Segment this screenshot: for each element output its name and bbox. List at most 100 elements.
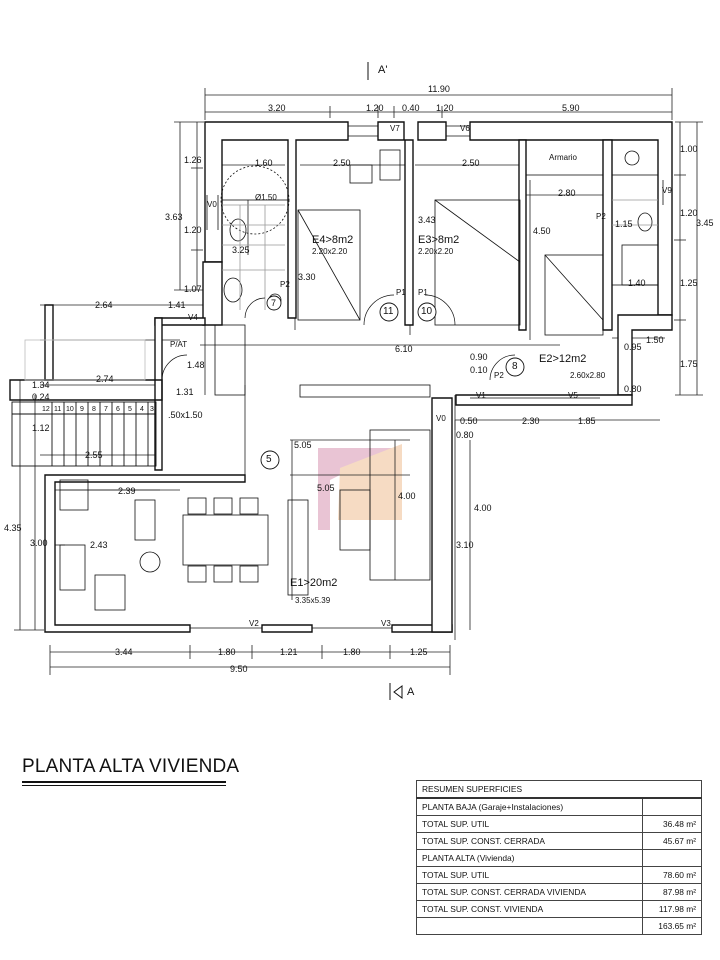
dim-total-bottom: 9.50: [230, 664, 248, 674]
tag-p1b: P1: [418, 288, 428, 297]
tag-v6: V6: [460, 124, 470, 133]
table-row: PLANTA ALTA (Vivienda): [416, 849, 702, 867]
stair-step: 3: [150, 406, 154, 413]
tag-v9: V9: [662, 186, 672, 195]
summary-value: 87.98 m²: [642, 883, 702, 901]
stair-step: 6: [116, 406, 120, 413]
dim-right-1: 1.00: [680, 144, 698, 154]
dim-left-2: 3.63: [165, 212, 183, 222]
dim-inner-12: 0.90: [470, 352, 488, 362]
doors: [161, 294, 516, 381]
dim-bottom-1: 3.44: [115, 647, 133, 657]
room-e4-name: E4>8m2: [312, 234, 354, 246]
dim-inner-20: 5.05: [317, 483, 335, 493]
title-underline: [22, 785, 226, 786]
dim-left-13: 3.00: [30, 538, 48, 548]
room-markers: [260, 295, 525, 470]
stairs: [11, 401, 157, 467]
windows: [190, 125, 664, 629]
dim-left-1: 1.26: [184, 155, 202, 165]
summary-label: TOTAL SUP. UTIL: [416, 815, 643, 833]
table-row: PLANTA BAJA (Garaje+Instalaciones): [416, 797, 702, 816]
summary-value: 117.98 m²: [642, 900, 702, 918]
tag-v0a: V0: [207, 200, 217, 209]
dim-bottom-4: 1.80: [343, 647, 361, 657]
room-e1-name: E1>20m2: [290, 577, 338, 589]
dim-inner-14: 2.74: [96, 374, 114, 384]
dim-inner-18: 2.43: [90, 540, 108, 550]
dim-right-2: 1.20: [680, 208, 698, 218]
tag-v5: V5: [568, 391, 578, 400]
summary-label: TOTAL SUP. UTIL: [416, 866, 643, 884]
room-e4-size: 2.20x2.20: [312, 247, 348, 256]
summary-label: TOTAL SUP. CONST. CERRADA: [416, 832, 643, 850]
dim-right-5: 0.95: [624, 342, 642, 352]
dim-right-8: 0.80: [624, 384, 642, 394]
plan-title: PLANTA ALTA VIVIENDA: [22, 756, 240, 777]
dim-total-top: 11.90: [428, 84, 450, 94]
dim-inner-23: 2.30: [522, 416, 540, 426]
tag-v0b: V0: [436, 414, 446, 423]
dim-inner-17: 2.39: [118, 486, 136, 496]
section-markers: [367, 62, 403, 700]
summary-label: TOTAL SUP. CONST. VIVIENDA: [416, 900, 643, 918]
room-e2-name: E2>12m2: [539, 353, 587, 365]
dim-top-2: 1.20: [366, 103, 384, 113]
dim-inner-24: 1.85: [578, 416, 596, 426]
tag-p2c: P2: [280, 280, 290, 289]
dim-inner-5: 3.25: [232, 245, 250, 255]
summary-label: [416, 917, 643, 935]
dim-left-12: 4.35: [4, 523, 22, 533]
dim-inner-19: 5.05: [294, 440, 312, 450]
dim-left-9: 1.34: [32, 380, 50, 390]
closet-label: Armario: [549, 153, 578, 162]
title-underline: [22, 781, 226, 783]
dim-bottom-2: 1.80: [218, 647, 236, 657]
table-row: 163.65 m²: [416, 917, 702, 935]
dim-left-10: 0.24: [32, 392, 50, 402]
stair-step: 12: [42, 406, 50, 413]
dim-top-5: 5.90: [562, 103, 580, 113]
dim-inner-1: 1.60: [255, 158, 273, 168]
stair-step: 11: [54, 406, 62, 413]
walls: [9, 121, 673, 633]
stair-step: 8: [92, 406, 96, 413]
dim-inner-27: 3.10: [456, 540, 474, 550]
furniture: [24, 139, 604, 611]
dim-inner-2: 2.50: [333, 158, 351, 168]
tag-v4: V4: [188, 313, 198, 322]
room-number-11: 11: [383, 306, 394, 317]
dim-bottom-3: 1.21: [280, 647, 298, 657]
room-number-5: 5: [266, 454, 272, 465]
stair-step: 10: [66, 406, 74, 413]
section-label-top: A': [378, 64, 388, 76]
dim-inner-15: 2.55: [85, 450, 103, 460]
stair-step: 7: [104, 406, 108, 413]
tag-p2b: P2: [494, 371, 504, 380]
dim-inner-10: 1.40: [628, 278, 646, 288]
stair-step: 5: [128, 406, 132, 413]
dim-inner-3: 2.50: [462, 158, 480, 168]
room-e2-size: 2.60x2.80: [570, 371, 606, 380]
dim-inner-25: 0.80: [456, 430, 474, 440]
room-e1-size: 3.35x5.39: [295, 596, 331, 605]
bathroom-fixtures: [220, 139, 659, 310]
dim-top-1: 3.20: [268, 103, 286, 113]
dim-right-7: 1.75: [680, 359, 698, 369]
dim-right-3: 3.45: [696, 218, 714, 228]
dim-bottom-5: 1.25: [410, 647, 428, 657]
summary-label: PLANTA BAJA (Garaje+Instalaciones): [416, 797, 643, 816]
tag-p1a: P1: [396, 288, 406, 297]
shower-diameter: Ø1.50: [255, 193, 277, 202]
tag-v2: V2: [249, 619, 259, 628]
room-number-7: 7: [271, 298, 277, 308]
summary-value: [642, 797, 702, 816]
room-e3-name: E3>8m2: [418, 234, 460, 246]
stair-step: 9: [80, 406, 84, 413]
tag-v7: V7: [390, 124, 400, 133]
summary-value: 78.60 m²: [642, 866, 702, 884]
